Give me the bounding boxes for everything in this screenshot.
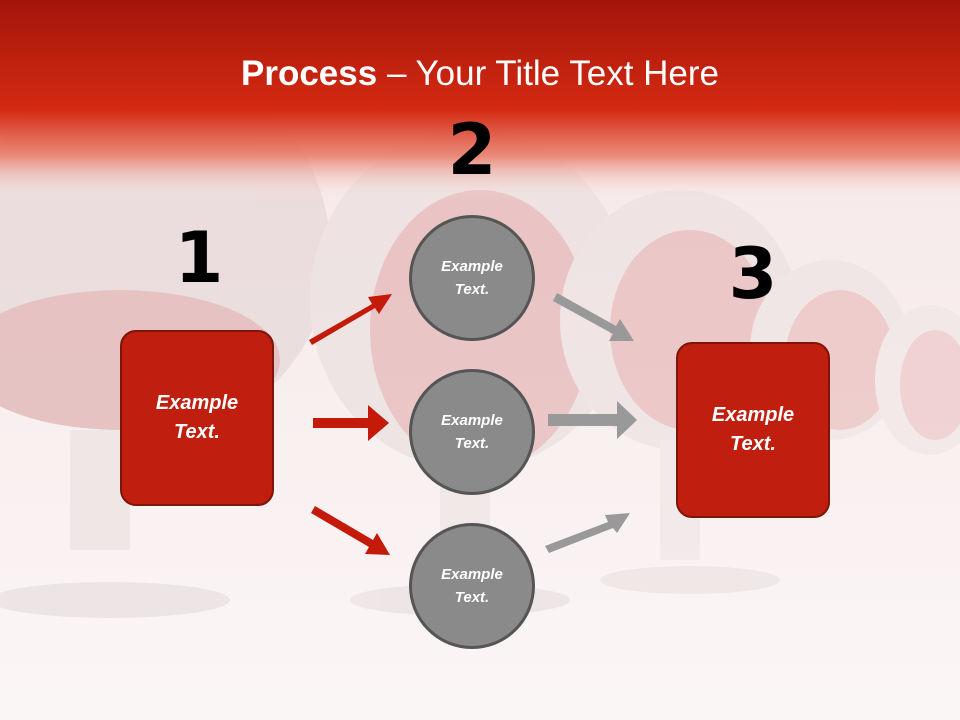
arrow-right-icon [313,405,389,441]
arrow-right-icon [548,401,637,439]
step-number-2: 2 [447,109,497,191]
step-1-box: Example Text. [120,330,274,506]
slide-title: Process – Your Title Text Here [0,52,960,96]
step-2-circle-1: Example Text. [409,215,535,341]
arrow-right-icon [545,513,630,553]
step-number-1: 1 [174,217,224,299]
step-number-3: 3 [728,233,778,315]
title-rest: – Your Title Text Here [377,54,719,93]
arrow-right-icon [309,294,392,345]
title-bold: Process [241,54,378,93]
step-2-circle-2: Example Text. [409,369,535,495]
arrow-right-icon [553,293,634,341]
step-3-box: Example Text. [676,342,830,518]
arrow-right-icon [311,506,390,555]
step-2-circle-3: Example Text. [409,523,535,649]
